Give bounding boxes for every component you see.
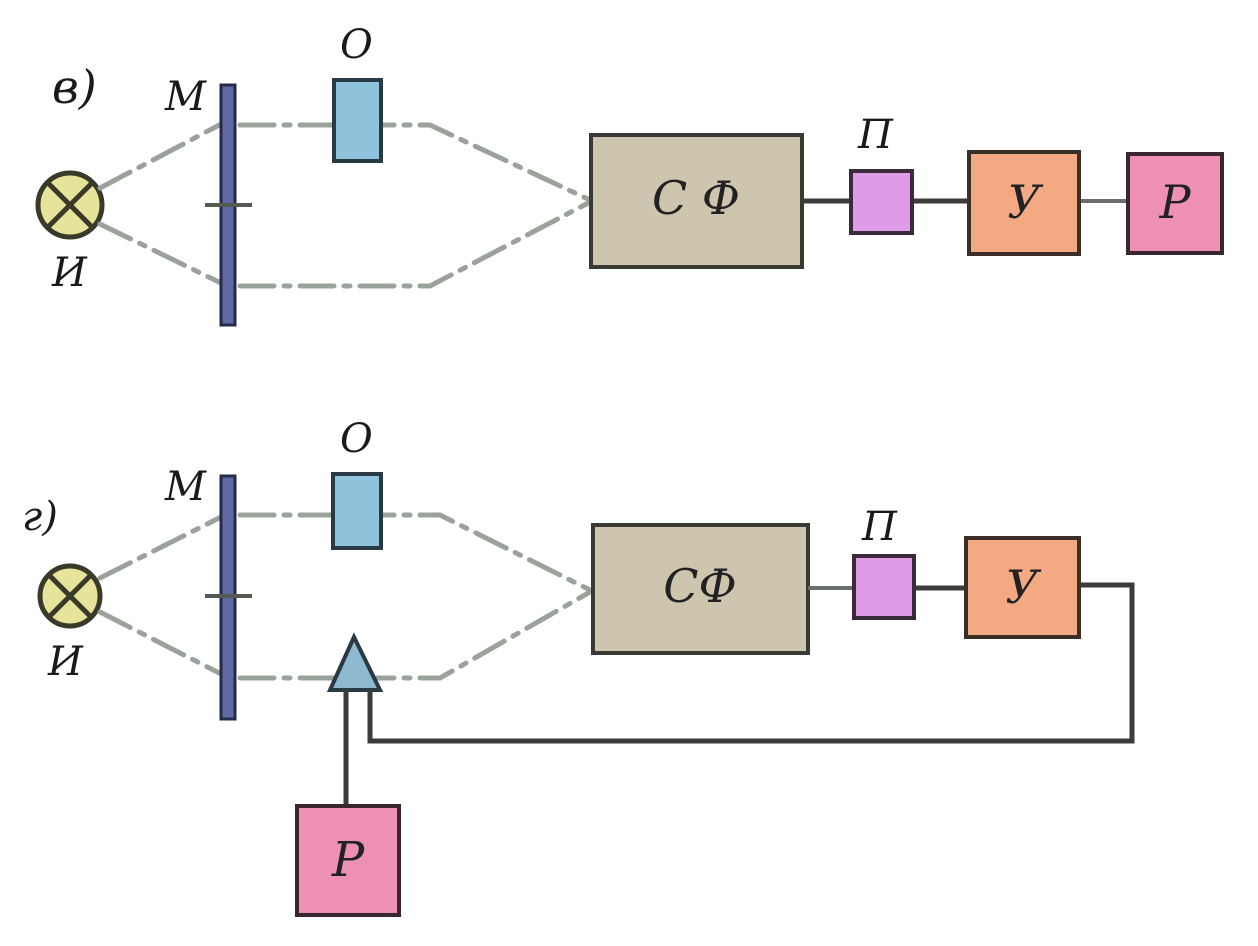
object-v	[332, 78, 383, 163]
ray-lower-in-g	[97, 609, 228, 679]
diagram-v: в) И М О С Ф П У	[35, 22, 1224, 327]
panel-label-v: в)	[52, 60, 97, 114]
ray-upper-out-v	[237, 122, 593, 203]
amplifier-label-g: У	[1005, 560, 1042, 614]
amplifier-label-v: У	[1007, 175, 1044, 229]
receiver-v	[849, 169, 914, 235]
receiver-g	[852, 554, 916, 620]
receiver-label-v: П	[857, 112, 894, 158]
modulator-label-v: М	[164, 74, 207, 120]
recorder-g	[295, 804, 401, 917]
object-label-g: О	[340, 416, 373, 462]
panel-label-g: г)	[22, 494, 58, 540]
light-source-g	[37, 563, 103, 629]
recorder-label-v: Р	[1159, 175, 1192, 229]
modulator-label-g: М	[164, 464, 207, 510]
diagram-g: г) И М О СФ П	[22, 416, 1135, 917]
source-label-g: И	[47, 639, 84, 685]
recorder-label-g: Р	[331, 832, 365, 888]
object-label-v: О	[340, 22, 373, 68]
ray-lower-out-g	[237, 589, 593, 681]
spectro-label-g: СФ	[663, 559, 736, 613]
ray-upper-out-g	[237, 512, 593, 593]
ray-upper-in-v	[97, 119, 228, 191]
ray-lower-out-v	[237, 199, 593, 289]
spectrophotometer-g	[591, 523, 810, 655]
source-label-v: И	[51, 250, 88, 296]
recorder-v	[1126, 152, 1224, 255]
receiver-label-g: П	[861, 504, 898, 550]
optical-wedge-g	[326, 632, 384, 692]
ray-lower-in-v	[97, 221, 228, 288]
object-g	[331, 472, 383, 550]
light-source-v	[35, 170, 105, 240]
ray-upper-in-g	[97, 512, 228, 581]
amplifier-g	[964, 536, 1081, 639]
feedback-wire-g	[367, 582, 1135, 744]
spectro-label-v: С Ф	[652, 171, 740, 225]
amplifier-v	[967, 150, 1081, 256]
